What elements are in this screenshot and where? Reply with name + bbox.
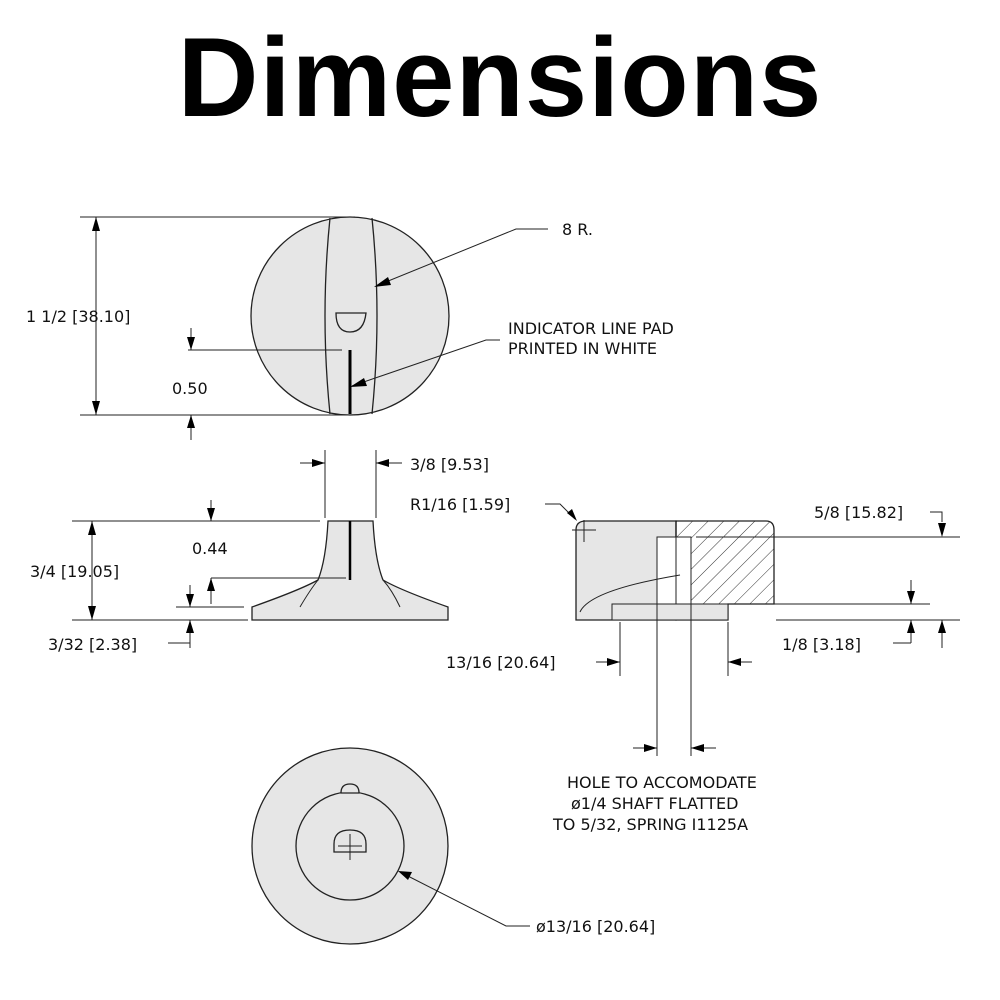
- label-indicator-1: INDICATOR LINE PAD: [508, 319, 674, 338]
- grip-rib-left: [324, 217, 331, 415]
- grip-rib-right: [371, 217, 378, 415]
- label-base-thickness: 3/32 [2.38]: [48, 635, 137, 654]
- top-view: [80, 216, 548, 440]
- label-top-width: 3/8 [9.53]: [410, 455, 489, 474]
- label-hole-note-3: TO 5/32, SPRING I1125A: [552, 815, 748, 834]
- label-inner-height: 5/8 [15.82]: [814, 503, 903, 522]
- side-view: [72, 450, 449, 648]
- label-hole-note-1: HOLE TO ACCOMODATE: [567, 773, 757, 792]
- label-height-total: 1 1/2 [38.10]: [26, 307, 130, 326]
- label-side-height: 3/4 [19.05]: [30, 562, 119, 581]
- label-indicator-2: PRINTED IN WHITE: [508, 339, 657, 358]
- label-8r: 8 R.: [562, 220, 593, 239]
- bottom-view: [251, 747, 530, 945]
- shaft-hole: [333, 829, 367, 853]
- shaft-d-mark: [335, 312, 367, 333]
- page-title: Dimensions: [177, 15, 823, 140]
- label-corner-radius: R1/16 [1.59]: [410, 495, 510, 514]
- section-view: [545, 503, 960, 756]
- label-bore-dia: 13/16 [20.64]: [446, 653, 555, 672]
- label-indicator-offset: 0.50: [172, 379, 208, 398]
- label-step-height: 1/8 [3.18]: [782, 635, 861, 654]
- label-skirt-offset: 0.44: [192, 539, 228, 558]
- label-hole-note-2: ø1/4 SHAFT FLATTED: [571, 794, 738, 813]
- label-bottom-dia: ø13/16 [20.64]: [536, 917, 655, 936]
